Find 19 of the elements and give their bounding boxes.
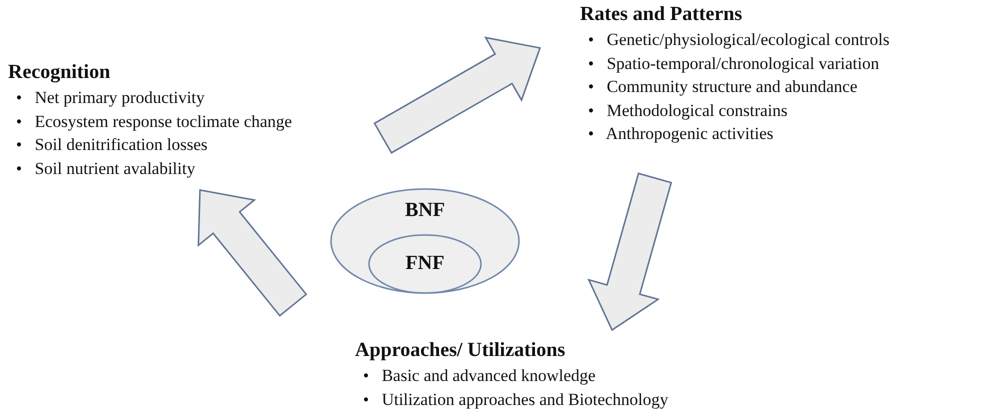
- bullet-item: • Soil denitrification losses: [16, 134, 208, 156]
- bullet-item: • Basic and advanced knowledge: [363, 365, 596, 387]
- bullet-item: • Net primary productivity: [16, 87, 205, 109]
- block-arrow: [374, 36, 541, 154]
- bullet-item: • Community structure and abundance: [588, 76, 858, 98]
- bullet-item: • Ecosystem response toclimate change: [16, 110, 292, 133]
- node-label: BNF: [405, 198, 445, 222]
- bullet-item: • Soil nutrient avalability: [16, 158, 196, 180]
- heading: Approaches/ Utilizations: [355, 338, 566, 362]
- block-arrow: [587, 172, 672, 332]
- bullet-item: • Utilization approaches and Biotechnology: [363, 388, 668, 411]
- block-arrow: [198, 189, 308, 317]
- bullet-item: • Methodological constrains: [588, 100, 788, 122]
- bullet-item: • Spatio-temporal/chronological variation: [588, 52, 880, 75]
- heading: Recognition: [8, 60, 110, 84]
- node-label: FNF: [406, 251, 444, 275]
- bullet-item: • Anthropogenic activities: [588, 123, 774, 145]
- bullet-item: • Genetic/physiological/ecological controls: [588, 29, 890, 51]
- heading: Rates and Patterns: [580, 2, 742, 26]
